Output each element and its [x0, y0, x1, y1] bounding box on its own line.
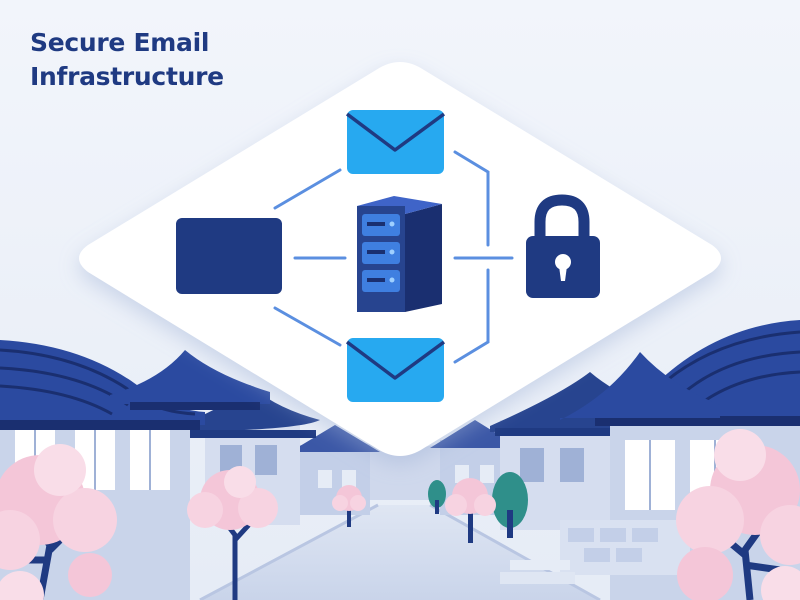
envelope-icon: [345, 338, 446, 402]
title-line-2: Infrastructure: [30, 62, 224, 91]
padlock-icon: [526, 194, 600, 298]
house-left-far: [290, 425, 380, 515]
connector-lines: [273, 150, 514, 364]
street-scene: [0, 320, 800, 600]
envelope-icon: [345, 110, 446, 174]
connector-client-to-bottom-mail: [273, 306, 342, 347]
road-edge-right: [429, 503, 601, 600]
blossom-tree-large-right: [676, 429, 800, 600]
page-title: Secure Email Infrastructure: [30, 26, 224, 94]
server-stack-icon: [357, 196, 442, 312]
connector-top-mail-to-lock: [453, 150, 490, 247]
blossom-tree-mid-left: [187, 466, 278, 600]
connector-client-to-top-mail: [273, 168, 342, 210]
green-trees: [428, 472, 528, 538]
client-device-icon: [176, 218, 282, 294]
blossom-tree-small-left: [332, 485, 366, 527]
blossom-tree-large-left: [0, 444, 117, 600]
connector-bottom-mail-to-lock: [453, 268, 490, 364]
blossom-tree-mid-right: [445, 478, 496, 543]
title-line-1: Secure Email: [30, 28, 210, 57]
